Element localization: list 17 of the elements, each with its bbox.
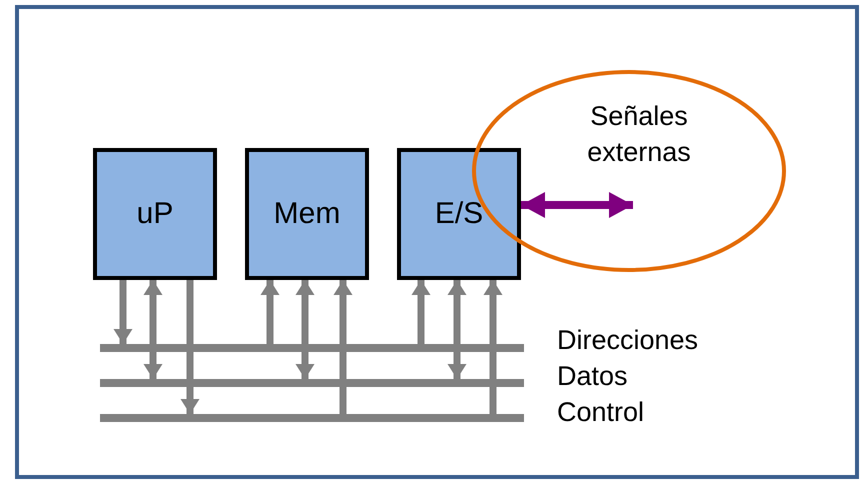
component-box: uP — [93, 148, 217, 280]
component-box: Mem — [245, 148, 369, 280]
arrow — [334, 280, 352, 414]
arrow — [114, 280, 132, 344]
bus-label: Datos — [557, 361, 628, 392]
double-arrow — [521, 192, 633, 218]
double-arrow — [144, 280, 162, 379]
arrow — [260, 280, 280, 344]
double-arrow — [296, 280, 314, 379]
arrow — [412, 280, 430, 344]
arrow — [180, 280, 200, 414]
arrow — [484, 280, 502, 414]
node-text: Señales externas — [586, 100, 692, 169]
bus-label: Control — [557, 397, 644, 428]
component-box: E/S — [397, 148, 521, 280]
double-arrow — [448, 280, 466, 379]
bus-label: Direcciones — [557, 325, 698, 356]
